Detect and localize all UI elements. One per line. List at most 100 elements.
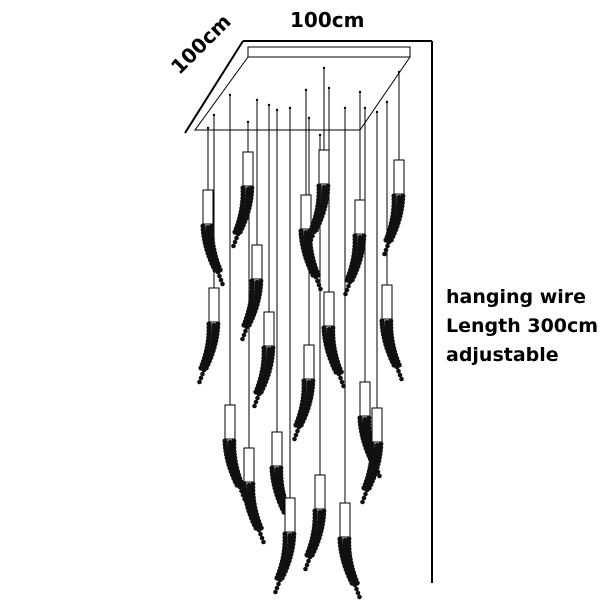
dimension-lines bbox=[184, 40, 433, 583]
pendant-tube bbox=[323, 291, 335, 327]
crystal-bead bbox=[249, 185, 255, 191]
crystal-bead bbox=[220, 281, 225, 287]
crystal-bead bbox=[366, 418, 372, 424]
crystal-bead bbox=[338, 375, 343, 381]
wire-anchor-point bbox=[375, 110, 379, 114]
hanging-wire-note: hanging wire Length 300cm adjustable bbox=[446, 283, 598, 370]
pendant-light bbox=[303, 474, 327, 572]
crystal-bead bbox=[241, 332, 247, 338]
crystal-bead bbox=[355, 590, 361, 596]
pendant-tube bbox=[354, 199, 366, 235]
pendant-tube bbox=[271, 431, 283, 467]
crystal-bead bbox=[237, 484, 243, 490]
crystal-bead bbox=[394, 364, 400, 370]
crystal-bead bbox=[388, 325, 394, 331]
wire-anchor-point bbox=[228, 93, 232, 97]
pendant-light bbox=[343, 199, 367, 297]
pendant-light bbox=[200, 189, 225, 287]
crystal-bead bbox=[354, 586, 359, 592]
crystal-bead bbox=[313, 274, 319, 280]
crystal-bead bbox=[364, 487, 370, 493]
crystal-bead bbox=[346, 283, 351, 289]
crystal-bead bbox=[363, 491, 368, 497]
width-dimension-label: 100cm bbox=[290, 8, 365, 32]
crystal-bead bbox=[346, 539, 352, 545]
wire-anchor-point bbox=[358, 90, 362, 94]
crystal-bead bbox=[243, 328, 248, 334]
pendant-light bbox=[231, 151, 255, 249]
crystal-bead bbox=[308, 237, 314, 243]
crystal-bead bbox=[388, 318, 394, 324]
crystal-bead bbox=[261, 539, 266, 545]
crystal-bead bbox=[209, 226, 215, 232]
crystal-bead bbox=[346, 536, 352, 542]
crystal-bead bbox=[201, 367, 207, 373]
pendant-tube bbox=[243, 447, 255, 483]
wire-note-line-2: Length 300cm bbox=[446, 315, 599, 337]
crystal-bead bbox=[231, 441, 237, 447]
crystal-bead bbox=[306, 558, 311, 564]
crystal-bead bbox=[258, 278, 264, 284]
pendant-light bbox=[307, 149, 331, 247]
pendant-tube bbox=[208, 287, 220, 323]
crystal-bead bbox=[357, 594, 362, 600]
pendant-light bbox=[337, 502, 362, 600]
crystal-bead bbox=[341, 383, 346, 389]
crystal-bead bbox=[304, 562, 310, 568]
crystal-bead bbox=[218, 277, 224, 283]
crystal-bead bbox=[217, 273, 222, 279]
crystal-bead bbox=[293, 432, 299, 438]
pendant-tube bbox=[263, 311, 275, 347]
pendant-tube bbox=[393, 159, 405, 195]
crystal-bead bbox=[250, 481, 256, 487]
pendant-tube bbox=[224, 404, 236, 440]
pendant-light bbox=[321, 291, 346, 389]
crystal-bead bbox=[252, 403, 257, 409]
crystal-bead bbox=[307, 241, 312, 247]
crystal-bead bbox=[255, 395, 260, 401]
crystal-bead bbox=[244, 324, 250, 330]
crystal-bead bbox=[310, 233, 315, 239]
crystal-bead bbox=[388, 321, 394, 327]
pendant-tube bbox=[371, 407, 383, 443]
pendant-light bbox=[382, 159, 406, 257]
crystal-bead bbox=[215, 269, 221, 275]
pendant-tube bbox=[381, 284, 393, 320]
crystal-bead bbox=[343, 291, 348, 297]
crystal-bead bbox=[295, 428, 300, 434]
crystal-bead bbox=[366, 415, 372, 421]
pendant-tube bbox=[318, 149, 330, 185]
crystal-bead bbox=[386, 239, 392, 245]
pendant-light bbox=[360, 407, 384, 505]
pendant-tube bbox=[359, 381, 371, 417]
crystal-bead bbox=[231, 243, 236, 249]
crystal-bead bbox=[352, 582, 358, 588]
crystal-bead bbox=[377, 473, 382, 479]
crystal-bead bbox=[292, 436, 297, 442]
crystal-bead bbox=[209, 223, 215, 229]
wire-anchor-point bbox=[318, 133, 322, 137]
crystal-bead bbox=[325, 183, 331, 189]
wire-anchor-point bbox=[397, 70, 401, 74]
crystal-bead bbox=[310, 378, 316, 384]
depth-dimension-line bbox=[184, 40, 244, 134]
crystal-bead bbox=[400, 193, 406, 199]
crystal-bead bbox=[197, 379, 202, 385]
pendant-light bbox=[197, 287, 221, 385]
crystal-bead bbox=[315, 278, 320, 284]
crystal-bead bbox=[330, 332, 336, 338]
crystal-bead bbox=[383, 247, 389, 253]
pendant-tube bbox=[284, 497, 296, 533]
crystal-bead bbox=[278, 468, 284, 474]
crystal-bead bbox=[234, 235, 239, 241]
crystal-bead bbox=[346, 543, 352, 549]
crystal-bead bbox=[258, 531, 263, 537]
crystal-bead bbox=[397, 372, 403, 378]
crystal-bead bbox=[231, 438, 237, 444]
crystal-bead bbox=[396, 368, 401, 374]
ceiling-canopy bbox=[194, 46, 411, 131]
pendant-tube bbox=[300, 194, 312, 230]
crystal-bead bbox=[303, 566, 308, 572]
